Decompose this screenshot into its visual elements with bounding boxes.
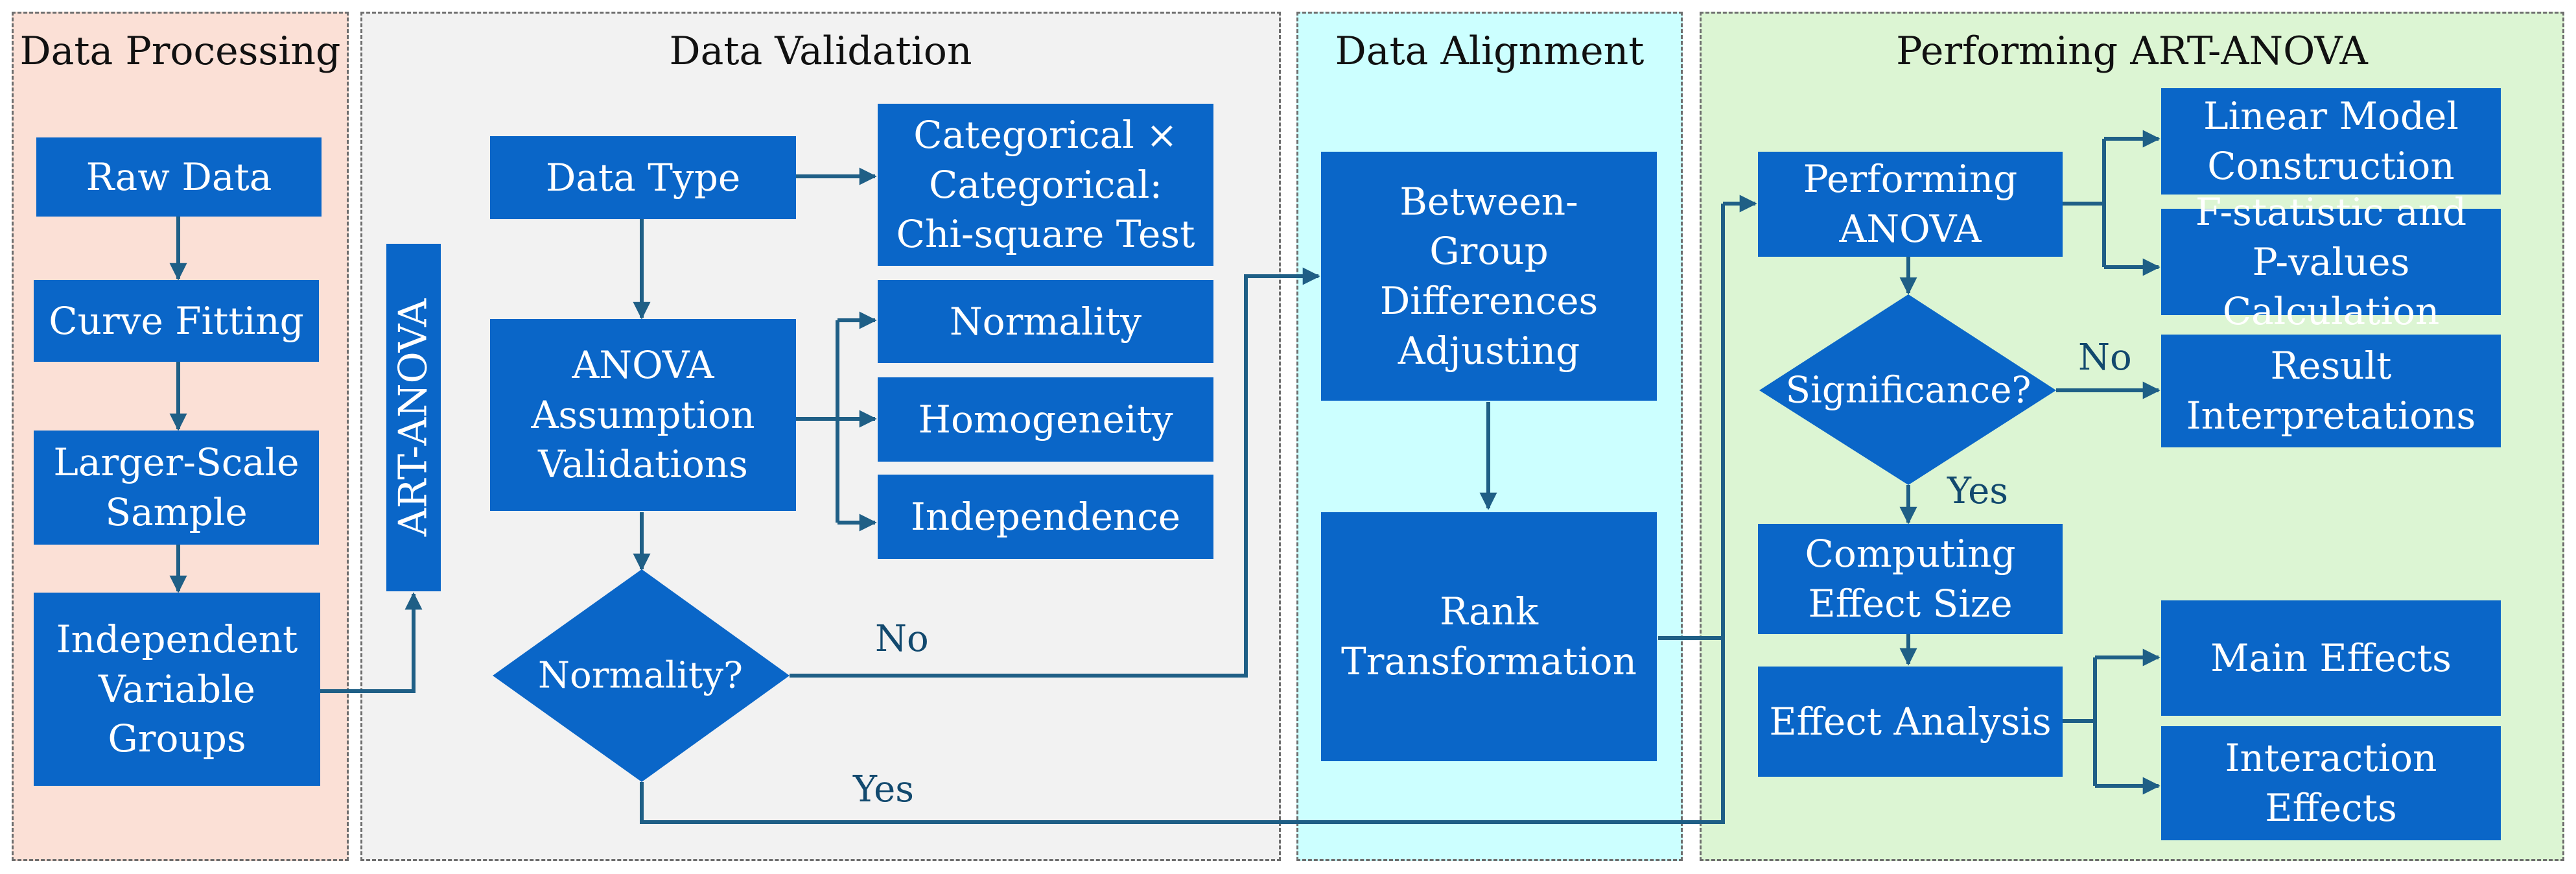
panel-title: Data Validation bbox=[669, 29, 972, 74]
significance-decision-label: Significance? bbox=[1785, 369, 2032, 412]
node-performing-anova: Performing ANOVA bbox=[1758, 152, 2063, 257]
normality-decision-label: Normality? bbox=[538, 654, 743, 697]
node-anova-assumption-validations: ANOVA Assumption Validations bbox=[490, 319, 796, 511]
node-interaction-effects: Interaction Effects bbox=[2161, 726, 2501, 840]
edge-analysis-branch bbox=[2063, 657, 2097, 786]
panel-title: Data Processing bbox=[19, 29, 341, 74]
node-main-effects: Main Effects bbox=[2161, 600, 2501, 716]
node-art-anova: ART-ANOVA bbox=[386, 244, 441, 591]
node-independent-variable-groups: Independent Variable Groups bbox=[34, 593, 320, 786]
edge-rank-to-performing bbox=[1658, 204, 1725, 640]
node-f-statistic-calculation: F-statistic and P-values Calculation bbox=[2161, 190, 2501, 333]
node-larger-scale-sample: Larger-Scale Sample bbox=[34, 431, 319, 545]
normality-yes-label: Yes bbox=[853, 768, 914, 810]
node-between-group-differences-adjusting: Between-Group Differences Adjusting bbox=[1321, 152, 1657, 401]
node-data-type: Data Type bbox=[490, 136, 796, 219]
node-result-interpretations: Result Interpretations bbox=[2161, 335, 2501, 447]
node-computing-effect-size: Computing Effect Size bbox=[1758, 524, 2063, 634]
node-chi-square-test: Categorical × Categorical: Chi-square Te… bbox=[878, 104, 1213, 266]
edge-decision-yes bbox=[640, 638, 1725, 824]
edge-groups-to-art bbox=[320, 592, 423, 693]
node-independence: Independence bbox=[878, 475, 1213, 559]
panel-title: Performing ART-ANOVA bbox=[1896, 29, 2368, 74]
node-raw-data: Raw Data bbox=[36, 137, 322, 217]
art-anova-label: ART-ANOVA bbox=[390, 298, 436, 537]
node-normality: Normality bbox=[878, 280, 1213, 363]
panel-title: Data Alignment bbox=[1335, 29, 1645, 74]
node-rank-transformation: Rank Transformation bbox=[1321, 512, 1657, 761]
significance-yes-label: Yes bbox=[1947, 470, 2008, 512]
node-homogeneity: Homogeneity bbox=[878, 377, 1213, 462]
edge-anova-branch bbox=[2063, 139, 2106, 267]
normality-no-label: No bbox=[875, 618, 929, 660]
normality-decision-diamond bbox=[493, 569, 790, 782]
significance-no-label: No bbox=[2078, 337, 2132, 379]
node-linear-model-construction: Linear Model Construction bbox=[2161, 88, 2501, 195]
node-effect-analysis: Effect Analysis bbox=[1758, 667, 2063, 777]
node-curve-fitting: Curve Fitting bbox=[34, 280, 319, 362]
significance-decision-diamond bbox=[1759, 294, 2056, 485]
edge-decision-no bbox=[790, 267, 1320, 678]
edge-assumption-branches bbox=[796, 320, 839, 523]
